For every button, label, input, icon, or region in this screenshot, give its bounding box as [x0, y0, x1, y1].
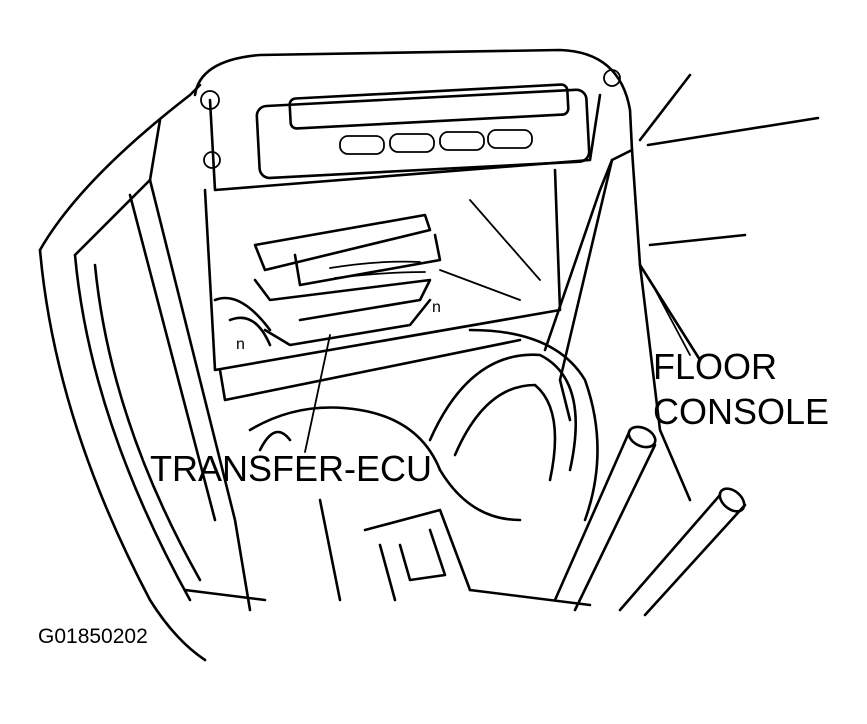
- shift-gate: [318, 498, 592, 607]
- wiring-harness: [248, 328, 599, 522]
- svg-text:n: n: [236, 336, 245, 353]
- console-right-side: [543, 73, 820, 502]
- floor-console-label-line1: FLOOR: [653, 346, 777, 387]
- transfer-ecu-leader: [304, 334, 331, 453]
- figure-code: G01850202: [38, 625, 148, 648]
- transfer-ecu-label: TRANSFER-ECU: [150, 448, 432, 489]
- shift-lever-rods: [553, 425, 747, 617]
- floor-console-label-line2: CONSOLE: [653, 391, 829, 432]
- display-bezel: [193, 48, 634, 192]
- console-left-body: [38, 83, 267, 662]
- transfer-ecu-unit: n n: [203, 168, 562, 402]
- floor-console-leader: [649, 279, 691, 356]
- svg-text:n: n: [432, 299, 441, 316]
